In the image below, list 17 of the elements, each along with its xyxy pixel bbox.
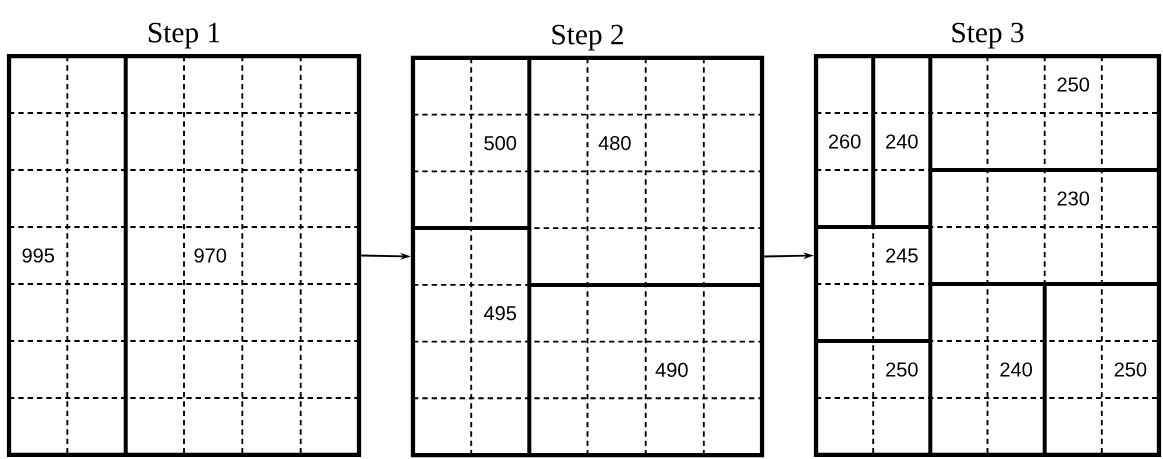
step-title: Step 2: [552, 24, 623, 51]
region-value: 495: [482, 304, 519, 322]
region-value: 480: [596, 134, 633, 152]
region-value: 250: [1112, 361, 1149, 378]
region-value: 970: [192, 247, 229, 264]
region-value: 995: [20, 247, 57, 264]
step-title: Step 3: [952, 22, 1024, 49]
region-value: 490: [653, 361, 690, 379]
region-value: 240: [883, 133, 920, 150]
region-value: 250: [883, 361, 920, 378]
region-value: 240: [998, 361, 1035, 378]
step-title: Step 1: [148, 22, 220, 49]
region-value: 230: [1055, 190, 1092, 207]
region-value: 250: [1055, 76, 1092, 93]
region-value: 245: [883, 247, 920, 264]
region-value: 260: [826, 133, 863, 150]
region-value: 500: [482, 134, 519, 152]
